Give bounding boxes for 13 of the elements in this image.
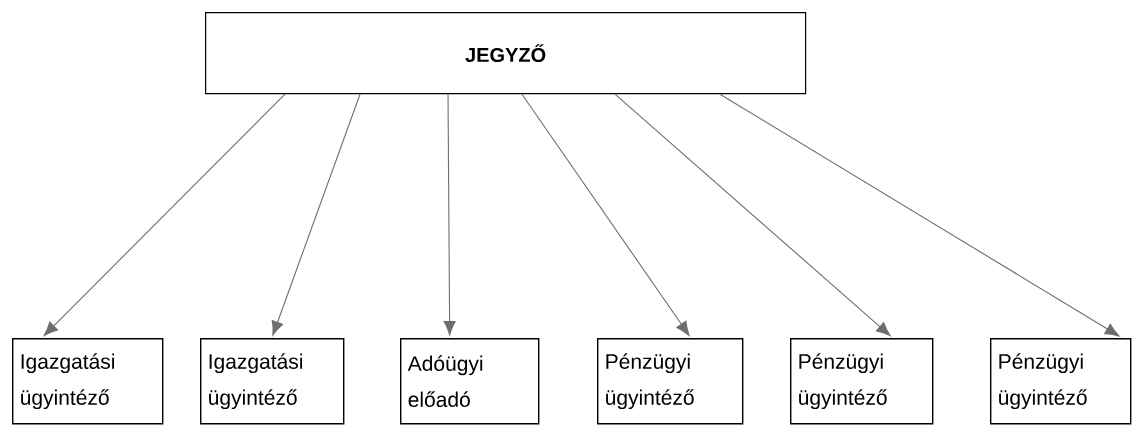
- position-box: Pénzügyi ügyintéző: [597, 338, 744, 425]
- arrow: [43, 93, 286, 337]
- arrow: [614, 93, 891, 337]
- position-box: Igazgatási ügyintéző: [12, 338, 164, 425]
- title-box: JEGYZŐ: [205, 12, 807, 95]
- position-box: Igazgatási ügyintéző: [200, 338, 345, 425]
- position-box: Pénzügyi ügyintéző: [790, 338, 934, 425]
- position-box: Adóügyi előadó: [400, 338, 540, 425]
- position-box: Pénzügyi ügyintéző: [990, 338, 1132, 425]
- arrow: [521, 93, 690, 336]
- arrow: [719, 93, 1120, 337]
- arrow: [271, 93, 361, 336]
- arrow: [443, 93, 456, 336]
